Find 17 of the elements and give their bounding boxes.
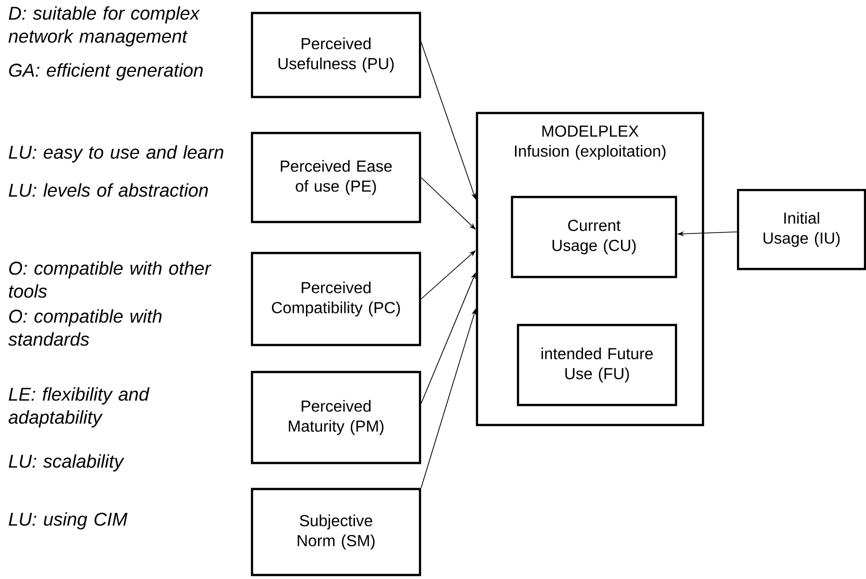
process-box: Perceived Ease of use (PE)	[250, 132, 422, 224]
note-text: LU: using CIM	[8, 512, 128, 530]
process-box: intended Future Use (FU)	[516, 324, 678, 406]
process-box: Current Usage (CU)	[510, 196, 678, 278]
note-text: LU: scalability	[8, 454, 124, 472]
process-box: Initial Usage (IU)	[736, 188, 866, 270]
note-text: O: compatible with other tools	[9, 261, 212, 298]
process-box: Subjective Norm (SM)	[250, 488, 422, 576]
process-box: Perceived Usefulness (PU)	[250, 12, 422, 98]
process-box: Perceived Maturity (PM)	[250, 370, 422, 464]
note-text: D: suitable for complex network management	[8, 6, 200, 46]
note-text: LU: levels of abstraction	[8, 183, 208, 197]
note-text: LU: easy to use and learn	[8, 145, 224, 162]
process-box: Perceived Compatibility (PC)	[250, 252, 422, 346]
note-text: LE: flexibility and adaptability	[8, 387, 150, 428]
note-text: O: compatible with standards	[8, 309, 162, 346]
note-text: GA: efficient generation	[9, 63, 203, 80]
